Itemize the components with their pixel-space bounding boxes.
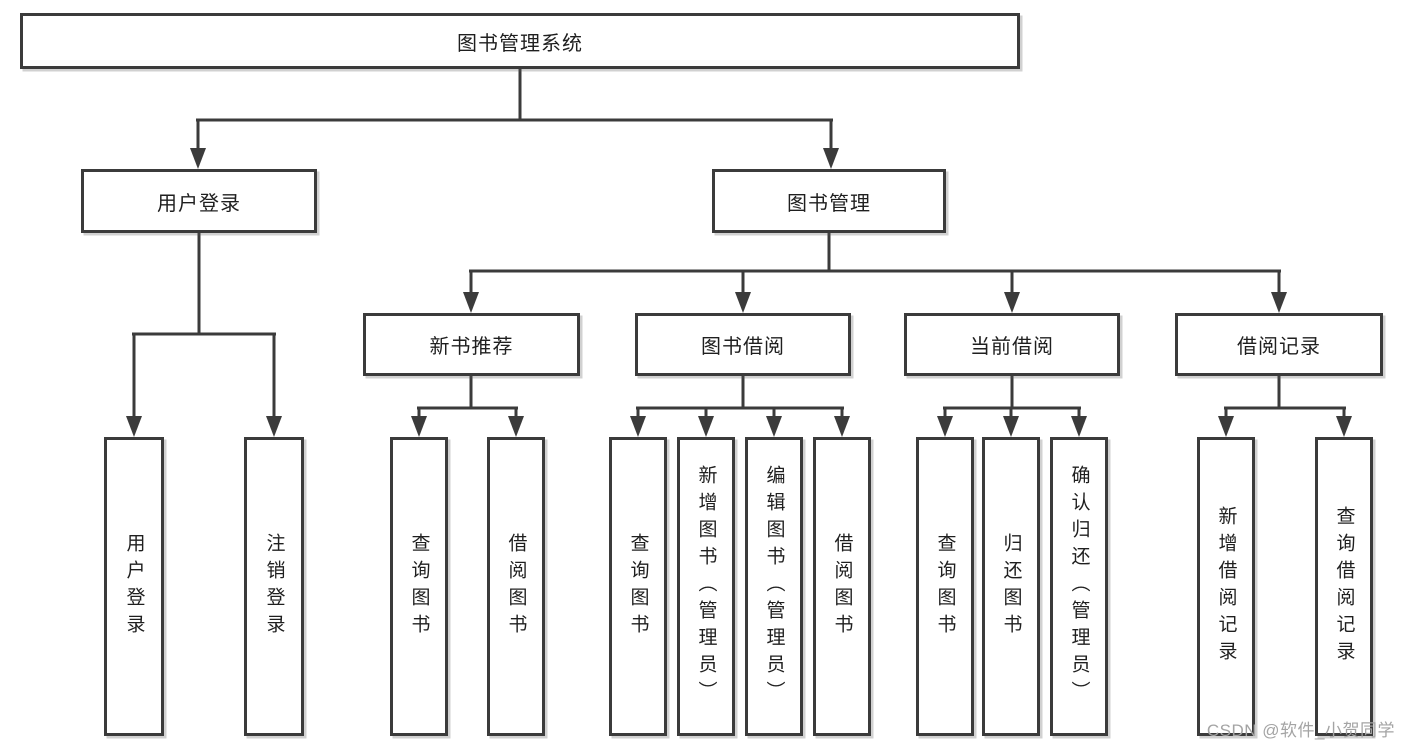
node-book-management: 图书管理 — [712, 169, 946, 233]
node-label: 查询借阅记录 — [1333, 505, 1355, 668]
node-label: 借阅记录 — [1237, 336, 1321, 358]
connector-current-borrow — [937, 376, 1087, 437]
node-user-login: 用户登录 — [81, 169, 317, 233]
node-label: 图书管理系统 — [457, 32, 583, 55]
node-leaf-borrow-book-2: 借阅图书 — [813, 437, 871, 736]
node-new-book-recommend: 新书推荐 — [363, 313, 580, 376]
node-leaf-confirm-return-admin: 确认归还（管理员） — [1050, 437, 1108, 736]
node-label: 用户登录 — [157, 192, 241, 215]
node-leaf-return-book: 归还图书 — [982, 437, 1040, 736]
connector-user-login — [126, 233, 282, 437]
node-label: 图书借阅 — [701, 336, 785, 358]
csdn-watermark: CSDN @软件_小贺同学 — [1206, 721, 1395, 740]
node-label: 归还图书 — [1000, 532, 1022, 641]
node-label: 查询图书 — [408, 532, 430, 641]
node-label: 注销登录 — [263, 532, 285, 641]
connector-borrow-record — [1218, 376, 1352, 437]
node-leaf-query-book-1: 查询图书 — [390, 437, 448, 736]
node-leaf-add-borrow-record: 新增借阅记录 — [1197, 437, 1255, 736]
connector-book-management — [463, 233, 1287, 313]
node-label: 确认归还（管理员） — [1068, 465, 1090, 708]
node-label: 当前借阅 — [970, 336, 1054, 358]
node-leaf-user-login: 用户登录 — [104, 437, 164, 736]
node-label: 用户登录 — [123, 532, 145, 641]
node-label: 图书管理 — [787, 192, 871, 215]
node-label: 借阅图书 — [505, 532, 527, 641]
node-label: 查询图书 — [627, 532, 649, 641]
connector-root — [190, 68, 839, 169]
node-label: 查询图书 — [934, 532, 956, 641]
node-leaf-logout: 注销登录 — [244, 437, 304, 736]
node-library-system: 图书管理系统 — [20, 13, 1020, 69]
connector-new-book — [411, 376, 524, 437]
node-label: 新增借阅记录 — [1215, 505, 1237, 668]
node-leaf-query-book-3: 查询图书 — [916, 437, 974, 736]
node-leaf-add-book-admin: 新增图书（管理员） — [677, 437, 735, 736]
node-current-borrow: 当前借阅 — [904, 313, 1120, 376]
node-book-borrow: 图书借阅 — [635, 313, 851, 376]
node-label: 编辑图书（管理员） — [763, 465, 785, 708]
node-label: 新增图书（管理员） — [695, 465, 717, 708]
node-leaf-borrow-book-1: 借阅图书 — [487, 437, 545, 736]
node-label: 借阅图书 — [831, 532, 853, 641]
node-leaf-edit-book-admin: 编辑图书（管理员） — [745, 437, 803, 736]
node-leaf-query-borrow-record: 查询借阅记录 — [1315, 437, 1373, 736]
connector-book-borrow — [630, 376, 850, 437]
node-label: 新书推荐 — [429, 336, 514, 358]
node-borrow-record: 借阅记录 — [1175, 313, 1383, 376]
node-leaf-query-book-2: 查询图书 — [609, 437, 667, 736]
